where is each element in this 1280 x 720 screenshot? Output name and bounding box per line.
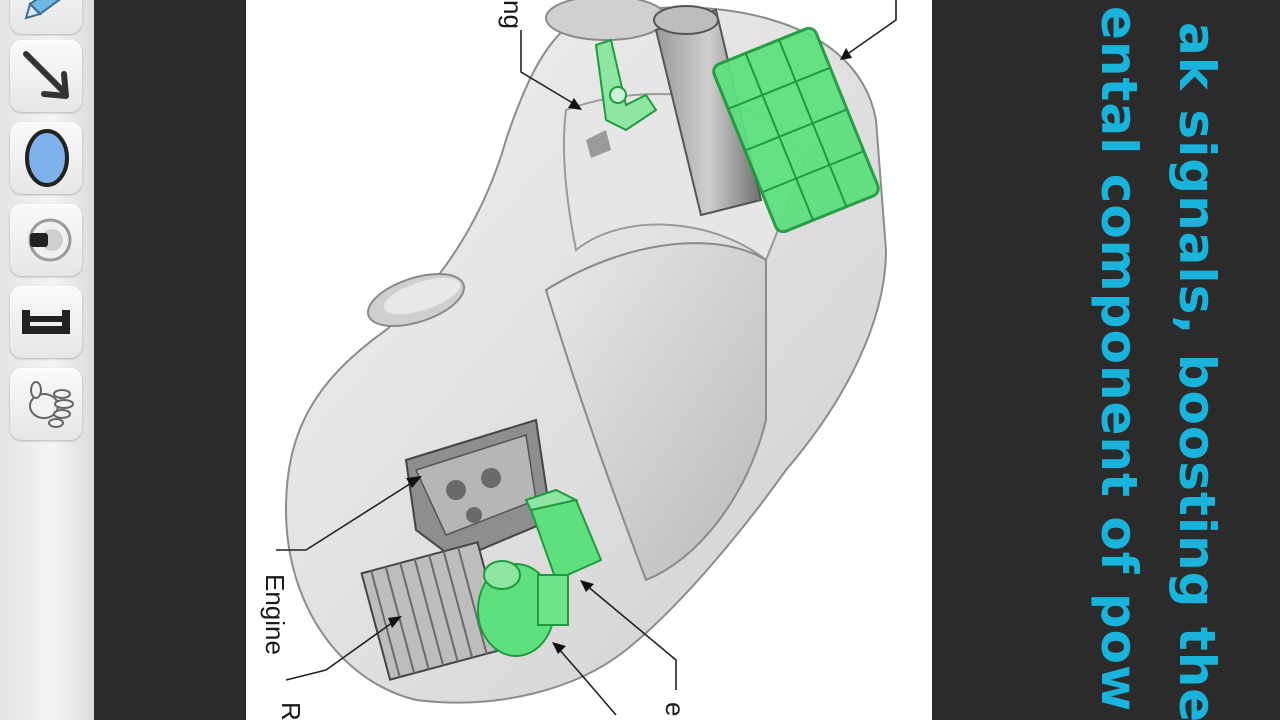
caption-line-2: ental component of pow	[1090, 6, 1148, 713]
ellipse-tool-button[interactable]	[10, 122, 82, 194]
text-icon	[22, 310, 70, 334]
hand-tool-button[interactable]	[10, 368, 82, 440]
arrow-icon	[23, 51, 69, 99]
electric-motor	[477, 560, 569, 657]
car-diagram	[276, 0, 897, 716]
text-tool-button[interactable]	[10, 286, 82, 358]
green-bracket	[586, 38, 658, 158]
callout-bottom-right-fragment: e	[660, 702, 690, 717]
leader-arrowheads	[388, 48, 852, 654]
battery-pack	[712, 26, 880, 234]
power-electronics-box	[524, 488, 603, 582]
windshield	[544, 242, 767, 582]
hand-icon	[29, 381, 74, 428]
marker-icon	[24, 0, 61, 20]
engine-block	[404, 418, 553, 562]
spotlight-icon	[28, 218, 72, 262]
arrow-tool-button[interactable]	[10, 40, 82, 112]
rear-spoiler	[545, 0, 667, 41]
caption-line-1: ak signals, boosting the	[1168, 22, 1226, 720]
caption-panel: ak signals, boosting the ental component…	[932, 0, 1280, 720]
left-gutter	[94, 0, 246, 720]
callout-bottom-left-fragment: R	[276, 702, 306, 720]
ellipse-icon	[25, 129, 69, 187]
leader-lines	[276, 0, 897, 716]
diagram-canvas: ng Engine R e	[246, 0, 932, 720]
spotlight-tool-button[interactable]	[10, 204, 82, 276]
callout-engine: Engine	[260, 574, 290, 655]
marker-tool-button[interactable]	[10, 0, 82, 34]
callout-top-fragment: ng	[498, 0, 528, 29]
tool-palette	[0, 0, 95, 720]
